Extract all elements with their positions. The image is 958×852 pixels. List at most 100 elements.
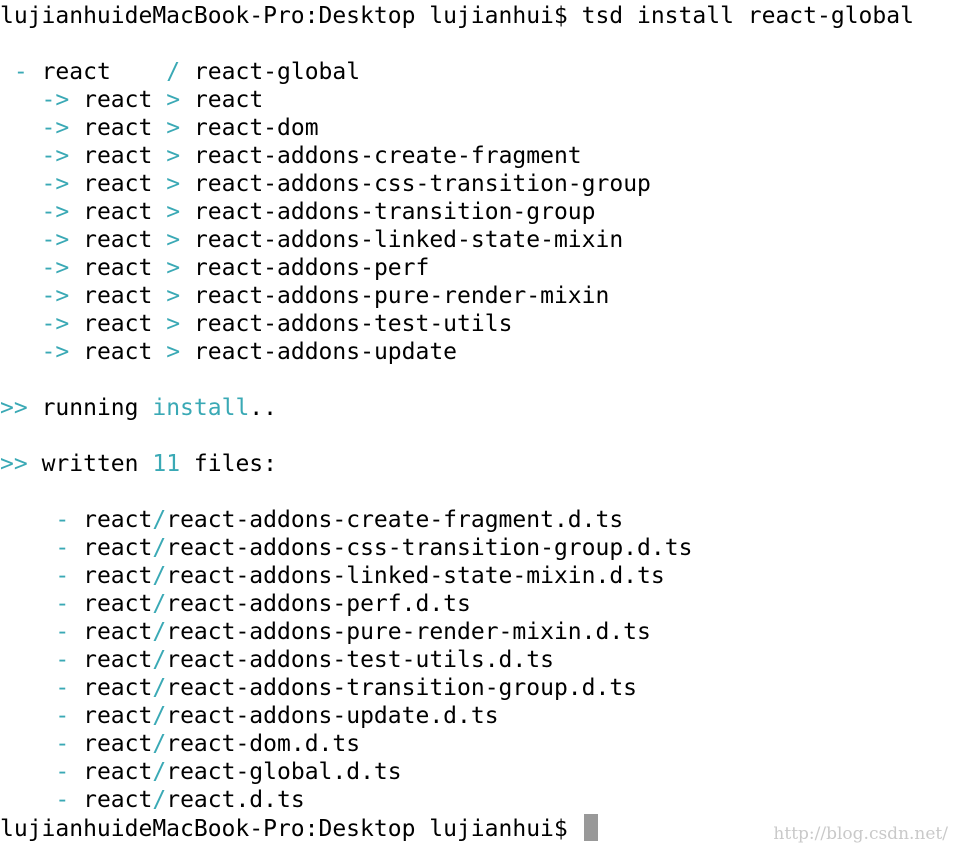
dependency-from: react (83, 283, 153, 309)
file-row: - react/react-addons-test-utils.d.ts (0, 646, 958, 674)
file-row: - react/react-addons-create-fragment.d.t… (0, 506, 958, 534)
arrow-glyph: -> (41, 171, 70, 197)
resolve-target: react-global (193, 59, 361, 85)
blank-line (0, 366, 958, 394)
gt-glyph: > (166, 255, 181, 281)
file-sep: / (152, 535, 167, 561)
dependency-to: react (193, 87, 264, 113)
arrow-glyph: -> (41, 115, 70, 141)
dependency-row: -> react > react-addons-css-transition-g… (0, 170, 958, 198)
file-dir: react (83, 507, 153, 533)
blank-line (0, 478, 958, 506)
dependency-list: -> react > react -> react > react-dom ->… (0, 86, 958, 366)
file-name: react.d.ts (166, 787, 305, 813)
running-keyword: install (152, 395, 250, 421)
arrow-glyph: -> (41, 311, 70, 337)
file-sep: / (152, 675, 167, 701)
file-sep: / (152, 619, 167, 645)
gt-glyph: > (166, 227, 181, 253)
dependency-to: react-addons-perf (193, 255, 430, 281)
written-marker: >> (0, 451, 28, 477)
file-name: react-addons-transition-group.d.ts (166, 675, 638, 701)
gt-glyph: > (166, 87, 181, 113)
running-line: >> running install.. (0, 394, 958, 422)
file-sep: / (152, 703, 167, 729)
written-suffix: files: (193, 451, 278, 477)
arrow-glyph: -> (41, 143, 70, 169)
gt-glyph: > (166, 143, 181, 169)
file-dash: - (55, 787, 70, 813)
dependency-row: -> react > react-addons-create-fragment (0, 142, 958, 170)
dependency-row: -> react > react-addons-transition-group (0, 198, 958, 226)
watermark-text: http://blog.csdn.net/ (773, 824, 948, 844)
resolve-package: react (41, 59, 111, 85)
file-dir: react (83, 619, 153, 645)
dependency-to: react-dom (193, 115, 319, 141)
file-name: react-addons-linked-state-mixin.d.ts (166, 563, 665, 589)
gt-glyph: > (166, 339, 181, 365)
file-name: react-addons-test-utils.d.ts (166, 647, 554, 673)
dependency-row: -> react > react-addons-update (0, 338, 958, 366)
file-name: react-addons-pure-render-mixin.d.ts (166, 619, 651, 645)
file-name: react-addons-css-transition-group.d.ts (166, 535, 693, 561)
file-sep: / (152, 563, 167, 589)
dependency-to: react-addons-pure-render-mixin (193, 283, 610, 309)
gt-glyph: > (166, 115, 181, 141)
file-dash: - (55, 619, 70, 645)
dependency-row: -> react > react (0, 86, 958, 114)
dependency-row: -> react > react-dom (0, 114, 958, 142)
command-line: lujianhuideMacBook-Pro:Desktop lujianhui… (0, 2, 958, 30)
shell-prompt: lujianhuideMacBook-Pro:Desktop lujianhui… (0, 3, 582, 29)
file-row: - react/react-dom.d.ts (0, 730, 958, 758)
gt-glyph: > (166, 283, 181, 309)
command-text: tsd install react-global (581, 3, 914, 29)
dependency-from: react (83, 311, 153, 337)
arrow-glyph: -> (41, 87, 70, 113)
dependency-to: react-addons-update (193, 339, 458, 365)
gt-glyph: > (166, 311, 181, 337)
running-suffix: .. (249, 395, 277, 421)
arrow-glyph: -> (41, 227, 70, 253)
file-row: - react/react-addons-linked-state-mixin.… (0, 562, 958, 590)
file-dash: - (55, 591, 70, 617)
dependency-from: react (83, 171, 153, 197)
file-dash: - (55, 703, 70, 729)
dependency-from: react (83, 143, 153, 169)
file-dir: react (83, 535, 153, 561)
file-row: - react/react-addons-update.d.ts (0, 702, 958, 730)
running-marker: >> (0, 395, 28, 421)
file-dir: react (83, 759, 153, 785)
file-dir: react (83, 647, 153, 673)
file-name: react-addons-update.d.ts (166, 703, 499, 729)
file-dir: react (83, 731, 153, 757)
written-count: 11 (152, 451, 181, 477)
file-sep: / (152, 591, 167, 617)
dependency-from: react (83, 227, 153, 253)
dependency-from: react (83, 255, 153, 281)
file-sep: / (152, 759, 167, 785)
file-dash: - (55, 759, 70, 785)
file-name: react-global.d.ts (166, 759, 402, 785)
file-row: - react/react-addons-perf.d.ts (0, 590, 958, 618)
file-dash: - (55, 507, 70, 533)
dependency-from: react (83, 339, 153, 365)
written-file-list: - react/react-addons-create-fragment.d.t… (0, 506, 958, 814)
dependency-to: react-addons-transition-group (193, 199, 596, 225)
final-prompt-line[interactable]: lujianhuideMacBook-Pro:Desktop lujianhui… (0, 814, 958, 842)
file-dir: react (83, 591, 153, 617)
file-dir: react (83, 787, 153, 813)
file-row: - react/react.d.ts (0, 786, 958, 814)
file-dash: - (55, 563, 70, 589)
dependency-to: react-addons-linked-state-mixin (193, 227, 624, 253)
file-dash: - (55, 731, 70, 757)
file-row: - react/react-addons-css-transition-grou… (0, 534, 958, 562)
dependency-row: -> react > react-addons-test-utils (0, 310, 958, 338)
dependency-to: react-addons-create-fragment (193, 143, 582, 169)
dependency-from: react (83, 199, 153, 225)
file-sep: / (152, 647, 167, 673)
file-sep: / (152, 731, 167, 757)
file-dash: - (55, 675, 70, 701)
file-dir: react (83, 703, 153, 729)
blank-line (0, 422, 958, 450)
